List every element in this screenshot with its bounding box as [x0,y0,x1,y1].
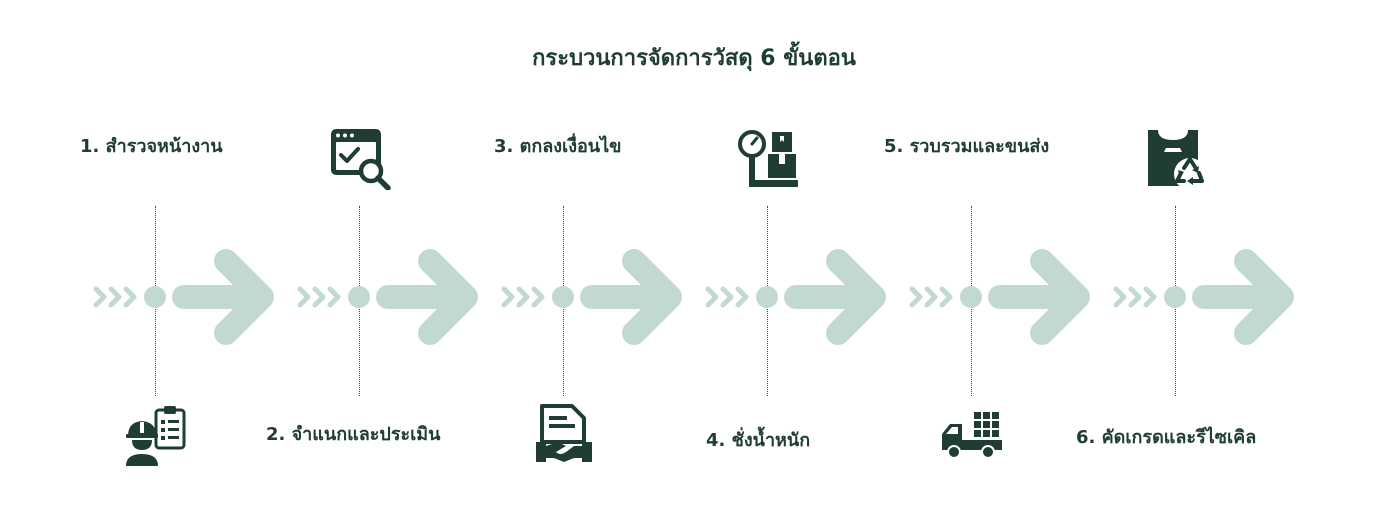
recycle-bag-icon [1144,126,1208,190]
flow-arrow-4 [702,246,892,348]
step-5-label: 5. รวบรวมและขนส่ง [884,136,1050,157]
step-1-label: 1. สำรวจหน้างาน [80,136,223,157]
flow-arrow-6 [1110,246,1300,348]
flow-arrow-2 [294,246,484,348]
step-5-node [960,286,982,308]
diagram-title: กระบวนการจัดการวัสดุ 6 ขั้นตอน [532,46,856,71]
step-1-node [144,286,166,308]
step-2-label: 2. จำแนกและประเมิน [266,424,441,445]
step-6-label: 6. คัดเกรดและรีไซเคิล [1076,427,1257,448]
step-4-label: 4. ชั่งน้ำหนัก [706,430,811,451]
flow-arrow-3 [498,246,688,348]
scale-box-icon [736,126,800,190]
handshake-document-icon [532,402,596,466]
step-4-node [756,286,778,308]
step-6-node [1164,286,1186,308]
step-3-label: 3. ตกลงเงื่อนไข [494,136,622,157]
worker-clipboard-icon [124,404,188,468]
delivery-truck-icon [940,404,1004,468]
step-2-node [348,286,370,308]
flow-arrow-5 [906,246,1096,348]
flow-arrow-1 [90,246,280,348]
step-3-node [552,286,574,308]
calendar-check-search-icon [328,126,392,190]
